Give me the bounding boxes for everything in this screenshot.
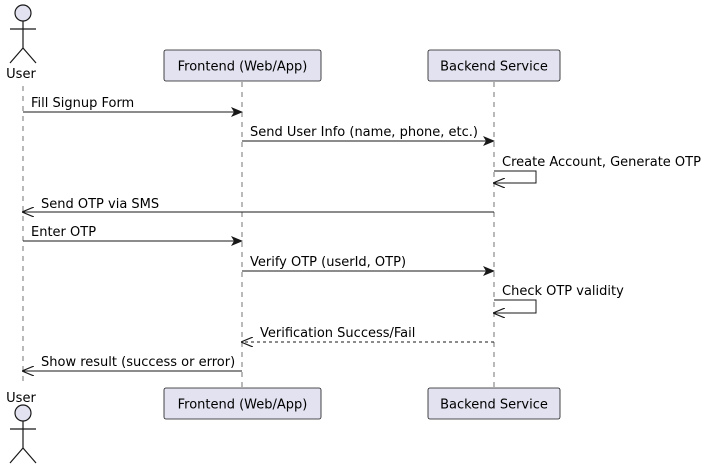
message-arrow <box>494 170 537 183</box>
participant-backend-top: Backend Service <box>427 49 561 82</box>
participant-label: Backend Service <box>440 60 548 75</box>
message-arrow <box>494 299 537 313</box>
participant-backend-bottom: Backend Service <box>427 387 561 420</box>
message-label: Check OTP validity <box>502 284 624 299</box>
participant-frontend-top: Frontend (Web/App) <box>163 49 322 82</box>
participant-label: Frontend (Web/App) <box>178 398 308 413</box>
message-show-result: Show result (success or error) <box>23 355 242 371</box>
actor-user-top: User <box>6 4 37 82</box>
messages: Fill Signup Form Send User Info (name, p… <box>23 96 701 371</box>
participant-box <box>427 49 561 82</box>
message-label: Verification Success/Fail <box>260 326 415 341</box>
message-label: Send User Info (name, phone, etc.) <box>250 125 478 140</box>
message-label: Verify OTP (userId, OTP) <box>250 255 406 270</box>
participant-box <box>163 49 322 82</box>
message-enter-otp: Enter OTP <box>23 225 243 246</box>
participant-label: Frontend (Web/App) <box>178 60 308 75</box>
message-label: Show result (success or error) <box>41 355 235 370</box>
actor-user-bottom: User <box>6 391 37 464</box>
message-label: Send OTP via SMS <box>41 197 159 212</box>
participant-label: Backend Service <box>440 398 548 413</box>
participant-frontend-bottom: Frontend (Web/App) <box>163 387 322 420</box>
message-label: Fill Signup Form <box>31 96 134 111</box>
stick-figure-icon <box>9 4 37 64</box>
participants-bottom: User Frontend (Web/App) Backend Service <box>6 387 561 464</box>
message-send-otp-sms: Send OTP via SMS <box>23 197 494 212</box>
message-send-user-info: Send User Info (name, phone, etc.) <box>242 125 495 146</box>
participant-box <box>163 387 322 420</box>
actor-label: User <box>6 391 36 406</box>
message-check-otp-validity: Check OTP validity <box>494 284 624 313</box>
message-fill-signup-form: Fill Signup Form <box>23 96 243 117</box>
actor-label: User <box>6 67 36 82</box>
message-create-account: Create Account, Generate OTP <box>494 155 701 183</box>
message-verify-otp: Verify OTP (userId, OTP) <box>242 255 495 276</box>
message-label: Enter OTP <box>31 225 96 240</box>
participants-top: User Frontend (Web/App) Backend Service <box>6 4 561 82</box>
message-verification-result: Verification Success/Fail <box>242 326 494 342</box>
stick-figure-icon <box>9 404 37 464</box>
participant-box <box>427 387 561 420</box>
message-label: Create Account, Generate OTP <box>502 155 701 170</box>
